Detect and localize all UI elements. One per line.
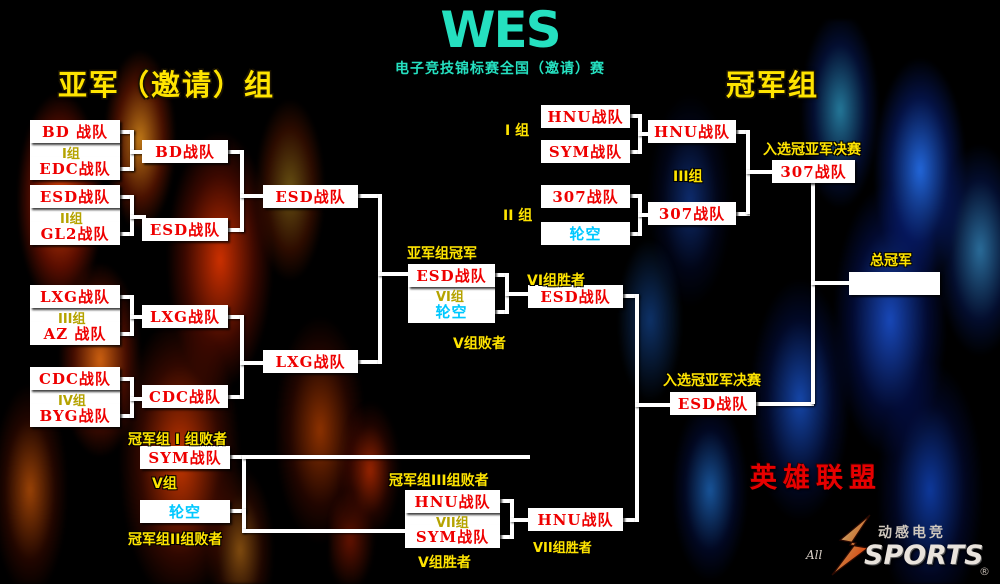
group-vi-label: VI组	[436, 290, 464, 305]
connector-vi-out	[505, 292, 529, 296]
group-band-vi	[408, 287, 495, 300]
team-box-r1-iv-top[interactable]: CDC战队	[30, 367, 120, 390]
champ-team-box-ii-top[interactable]: 307战队	[541, 185, 630, 208]
team-box-group-v-top[interactable]: SYM战队	[140, 446, 230, 469]
connector-vii-out	[510, 518, 528, 522]
champ-group-i-label: I 组	[505, 123, 530, 139]
blue-flame-background	[590, 20, 1000, 584]
connector-center-final-out	[635, 403, 670, 407]
vii-winner-label: VII组胜者	[533, 541, 592, 556]
sponsor-logo: All 动感电竞 SPORTS ®	[802, 512, 992, 578]
group-v-label: V组	[152, 476, 177, 492]
connector-runnerup-vert	[378, 194, 382, 364]
v-loser-label: V组败者	[453, 336, 506, 352]
group-label-ii: II组	[60, 212, 83, 227]
champ-team-box-i-top[interactable]: HNU战队	[541, 105, 630, 128]
vi-winner-label: VI组胜者	[527, 273, 586, 289]
sponsor-chinese-text: 动感电竞	[878, 525, 946, 541]
team-box-r1-ii-top[interactable]: ESD战队	[30, 185, 120, 208]
logo-subtitle: 电子竞技锦标赛全国（邀请）赛	[395, 61, 605, 77]
sponsor-all-text: All	[806, 548, 823, 562]
group-label-iii: III组	[58, 312, 86, 327]
champ-connector-iii-out	[746, 170, 774, 174]
team-box-r2-2[interactable]: ESD战队	[142, 218, 228, 241]
group-vii-top-label: 冠军组III组败者	[389, 473, 489, 489]
team-box-group-vi-bottom[interactable]: 轮空	[408, 300, 495, 323]
runnerup-champion-label: 亚军组冠军	[407, 246, 477, 262]
champ-group-ii-label: II 组	[503, 208, 533, 224]
team-box-group-v-bottom[interactable]: 轮空	[140, 500, 230, 523]
connector-v-winner-out	[242, 455, 530, 459]
champ-team-box-i-bottom[interactable]: SYM战队	[541, 140, 630, 163]
group-v-bottom-label: 冠军组II组败者	[128, 532, 223, 548]
group-vii-bottom-label: V组胜者	[418, 555, 471, 571]
team-box-r1-i-top[interactable]: BD 战队	[30, 120, 120, 143]
red-flame-background-secondary	[330, 380, 660, 584]
final-entry-bottom-label: 入选冠亚军决赛	[663, 373, 761, 389]
grand-final-h-bottom	[754, 402, 814, 406]
final-entry-top-box[interactable]: 307战队	[772, 160, 855, 183]
group-vii-label: VII组	[436, 516, 469, 531]
logo-wordmark: WES	[440, 1, 561, 59]
grand-champion-label: 总冠军	[870, 253, 912, 269]
grand-champion-box[interactable]	[849, 272, 940, 295]
champ-team-box-ii-bottom[interactable]: 轮空	[541, 222, 630, 245]
grand-final-vert-top	[811, 181, 815, 283]
connector-vi-top	[493, 273, 509, 277]
team-box-group-vii-top[interactable]: HNU战队	[405, 490, 500, 513]
event-logo: WES 电子竞技锦标赛全国（邀请）赛	[0, 4, 1000, 78]
group-label-iv: IV组	[58, 394, 86, 409]
grand-final-vert-bottom	[811, 283, 815, 404]
connector-v-loser-right	[242, 529, 408, 533]
game-title: 英雄联盟	[750, 463, 882, 494]
team-box-r3-1[interactable]: ESD战队	[263, 185, 358, 208]
connector-v-vert	[242, 455, 246, 513]
team-box-vii-winner[interactable]: HNU战队	[528, 508, 623, 531]
team-box-group-vi-top[interactable]: ESD战队	[408, 264, 495, 287]
connector-vi-bottom	[493, 310, 509, 314]
group-v-top-label: 冠军组 I 组败者	[128, 432, 227, 448]
group-label-i: I组	[62, 147, 80, 162]
team-box-r2-1[interactable]: BD战队	[142, 140, 228, 163]
champ-group-iii-label: III组	[673, 169, 703, 185]
final-entry-bottom-box[interactable]: ESD战队	[670, 392, 756, 415]
connector-r3-2-vert	[240, 315, 244, 399]
connector-runnerup-out	[378, 272, 410, 276]
final-entry-top-label: 入选冠亚军决赛	[763, 142, 861, 158]
team-box-r2-4[interactable]: CDC战队	[142, 385, 228, 408]
team-box-r2-3[interactable]: LXG战队	[142, 305, 228, 328]
connector-center-final-vert	[635, 294, 639, 522]
champ-team-box-r2-2[interactable]: 307战队	[648, 202, 736, 225]
registered-trademark-icon: ®	[979, 565, 990, 578]
champ-team-box-r2-1[interactable]: HNU战队	[648, 120, 736, 143]
sponsor-sports-text: SPORTS	[864, 540, 984, 571]
connector-r3-1-vert	[240, 150, 244, 232]
team-box-r3-2[interactable]: LXG战队	[263, 350, 358, 373]
team-box-r1-iii-top[interactable]: LXG战队	[30, 285, 120, 308]
